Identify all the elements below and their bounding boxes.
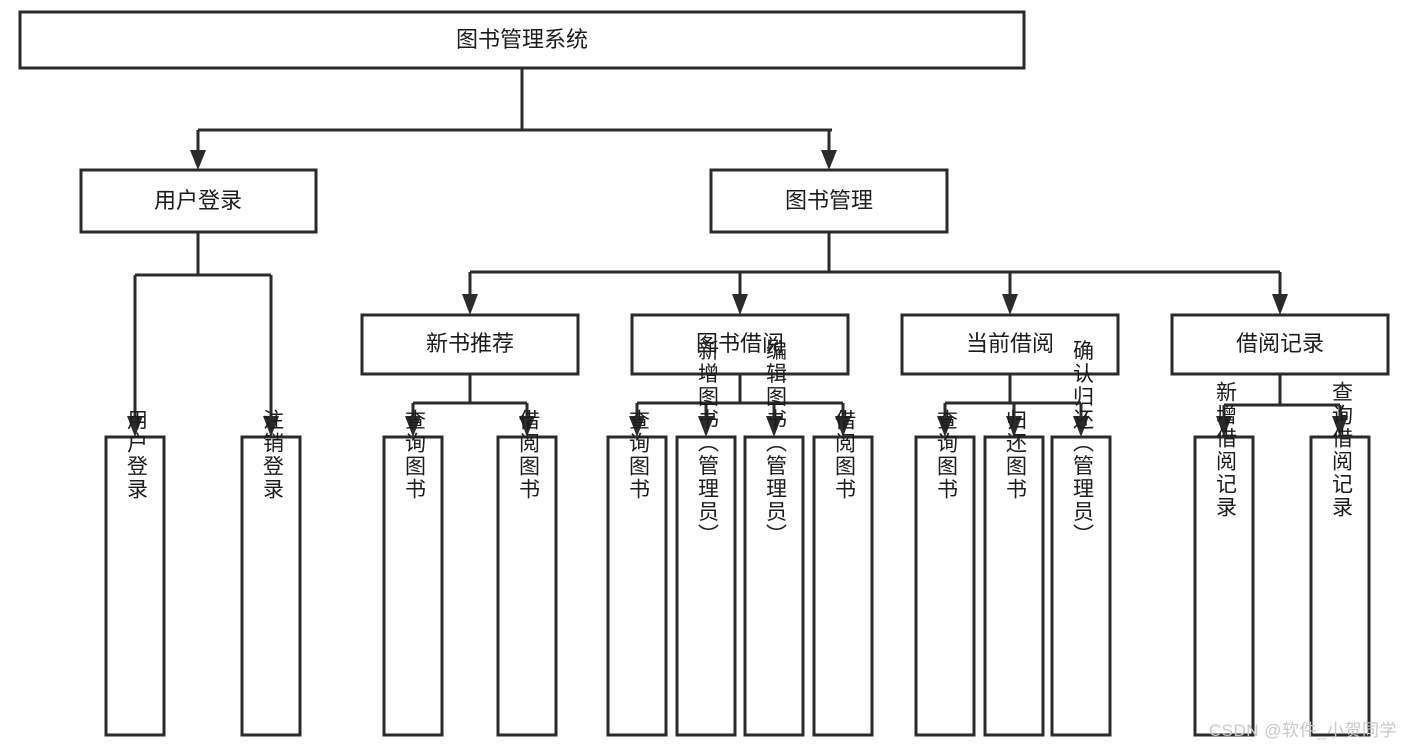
connector-new-book-rec-to-leaves xyxy=(405,374,535,437)
node-leaf-user-login[interactable]: 用户登录 xyxy=(104,409,166,737)
node-new-book-rec-label: 新书推荐 xyxy=(426,331,514,356)
watermark: CSDN @软件_小贺同学 xyxy=(1208,721,1397,740)
node-leaf-query-record-label: 查询借阅记录 xyxy=(1329,381,1353,519)
node-leaf-return-book-label: 归还图书 xyxy=(1003,409,1027,501)
node-leaf-borrow-book-1[interactable]: 借阅图书 xyxy=(496,409,558,737)
node-leaf-borrow-book-1-label: 借阅图书 xyxy=(516,409,540,501)
node-leaf-query-record[interactable]: 查询借阅记录 xyxy=(1309,381,1371,737)
node-leaf-user-login-label: 用户登录 xyxy=(124,409,148,501)
node-user-login-label: 用户登录 xyxy=(154,188,242,213)
node-leaf-add-record-label: 新增借阅记录 xyxy=(1213,381,1237,519)
node-root[interactable]: 图书管理系统 xyxy=(18,10,1026,70)
connector-book-manage-to-level3 xyxy=(462,232,1288,315)
node-book-manage-label: 图书管理 xyxy=(785,188,873,213)
node-leaf-borrow-book-2[interactable]: 借阅图书 xyxy=(812,409,874,737)
node-user-login[interactable]: 用户登录 xyxy=(79,168,318,234)
node-leaf-confirm-return[interactable]: 确认归还（管理员） xyxy=(1050,340,1112,737)
node-leaf-confirm-return-label: 确认归还（管理员） xyxy=(1070,340,1094,547)
node-leaf-borrow-book-2-label: 借阅图书 xyxy=(832,409,856,501)
node-leaf-add-book-label: 新增图书（管理员） xyxy=(695,340,719,547)
node-current-borrow[interactable]: 当前借阅 xyxy=(900,313,1120,376)
node-leaf-edit-book[interactable]: 编辑图书（管理员） xyxy=(743,340,805,737)
connector-current-borrow-to-leaves xyxy=(937,374,1089,437)
node-borrow-record[interactable]: 借阅记录 xyxy=(1170,313,1390,376)
node-current-borrow-label: 当前借阅 xyxy=(966,331,1054,356)
node-leaf-add-record[interactable]: 新增借阅记录 xyxy=(1193,381,1255,737)
node-leaf-query-book-2-label: 查询图书 xyxy=(626,409,650,501)
node-book-borrow-label: 图书借阅 xyxy=(696,331,784,356)
node-leaf-query-book-1[interactable]: 查询图书 xyxy=(382,409,444,737)
node-borrow-record-label: 借阅记录 xyxy=(1236,331,1324,356)
connector-user-login-to-leaves xyxy=(127,232,279,437)
node-leaf-edit-book-label: 编辑图书（管理员） xyxy=(763,340,787,547)
node-leaf-query-book-3[interactable]: 查询图书 xyxy=(914,409,976,737)
node-leaf-query-book-2[interactable]: 查询图书 xyxy=(606,409,668,737)
node-leaf-return-book[interactable]: 归还图书 xyxy=(983,409,1045,737)
node-leaf-add-book[interactable]: 新增图书（管理员） xyxy=(675,340,737,737)
node-book-manage[interactable]: 图书管理 xyxy=(709,168,949,234)
node-leaf-query-book-1-label: 查询图书 xyxy=(402,409,426,501)
node-leaf-query-book-3-label: 查询图书 xyxy=(934,409,958,501)
node-leaf-logout[interactable]: 注销登录 xyxy=(240,409,302,737)
node-book-borrow[interactable]: 图书借阅 xyxy=(630,313,850,376)
node-root-label: 图书管理系统 xyxy=(456,27,588,52)
node-new-book-rec[interactable]: 新书推荐 xyxy=(360,313,580,376)
node-leaf-logout-label: 注销登录 xyxy=(260,409,284,501)
connector-book-borrow-to-leaves xyxy=(629,374,851,437)
connector-root-to-level2 xyxy=(190,68,837,170)
connector-borrow-record-to-leaves xyxy=(1216,374,1348,437)
